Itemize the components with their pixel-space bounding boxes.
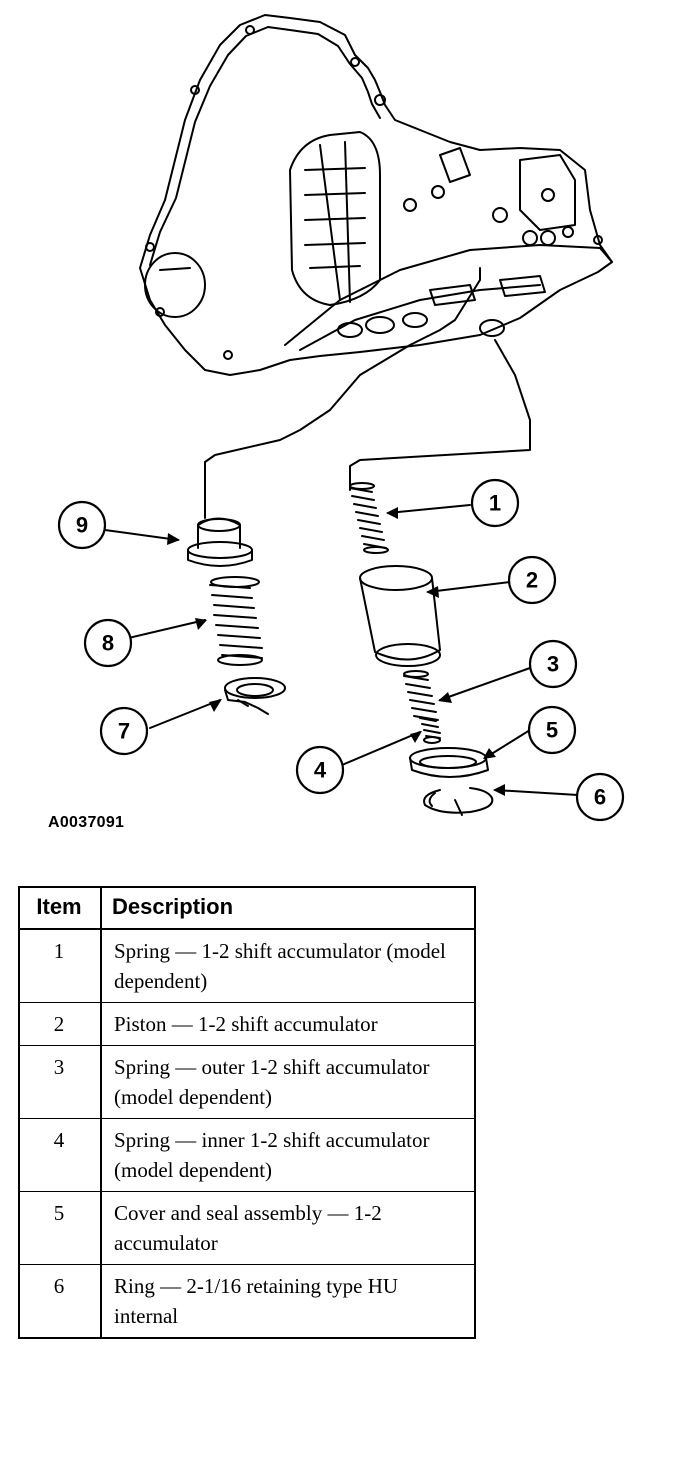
table-row: 6 Ring — 2-1/16 retaining type HU intern… [18, 1264, 476, 1339]
callout-6-label: 6 [594, 785, 606, 810]
item-description: Piston — 1-2 shift accumulator [100, 1002, 476, 1046]
callout-4-label: 4 [314, 758, 327, 783]
callout-arrowheads [167, 507, 505, 796]
exploded-view-diagram: 1 2 3 4 5 6 7 8 9 [57, 14, 625, 822]
table-row: 2 Piston — 1-2 shift accumulator [18, 1002, 476, 1046]
callout-3-label: 3 [547, 652, 559, 677]
item-number: 2 [18, 1002, 102, 1046]
part-8-spring [209, 576, 263, 666]
callout-circles [57, 478, 625, 822]
part-1-spring [349, 482, 389, 554]
item-number: 5 [18, 1191, 102, 1265]
table-header-row: Item Description [18, 886, 476, 930]
part-6-ring [423, 787, 494, 816]
part-9-cap [187, 517, 253, 567]
callout-2-label: 2 [526, 568, 538, 593]
item-description: Cover and seal assembly — 1-2 accumulato… [100, 1191, 476, 1265]
item-description: Spring — inner 1-2 shift accumulator (mo… [100, 1118, 476, 1192]
leader-line-right [349, 339, 531, 491]
part-7-plate [224, 677, 286, 715]
callout-9-label: 9 [76, 513, 88, 538]
column-header-item: Item [18, 886, 102, 930]
callout-7-label: 7 [118, 719, 130, 744]
table-row: 4 Spring — inner 1-2 shift accumulator (… [18, 1118, 476, 1192]
table-row: 3 Spring — outer 1-2 shift accumulator (… [18, 1045, 476, 1119]
part-4-spring [419, 717, 441, 744]
part-2-piston [359, 565, 441, 667]
callout-5-label: 5 [546, 718, 558, 743]
parts-table: Item Description 1 Spring — 1-2 shift ac… [18, 886, 476, 1339]
callout-8-label: 8 [102, 631, 114, 656]
part-5-cover [409, 747, 489, 778]
part-3-spring [403, 670, 439, 721]
item-description: Ring — 2-1/16 retaining type HU internal [100, 1264, 476, 1339]
leader-line-left [204, 267, 481, 519]
table-row: 5 Cover and seal assembly — 1-2 accumula… [18, 1191, 476, 1265]
transmission-case [139, 14, 613, 376]
item-number: 1 [18, 928, 102, 1003]
item-number: 6 [18, 1264, 102, 1339]
table-row: 1 Spring — 1-2 shift accumulator (model … [18, 928, 476, 1003]
item-description: Spring — 1-2 shift accumulator (model de… [100, 928, 476, 1003]
figure-id-label: A0037091 [48, 814, 125, 831]
column-header-description: Description [100, 886, 476, 930]
item-number: 3 [18, 1045, 102, 1119]
callout-arrows [104, 504, 579, 796]
item-description: Spring — outer 1-2 shift accumulator (mo… [100, 1045, 476, 1119]
item-number: 4 [18, 1118, 102, 1192]
callout-1-label: 1 [489, 491, 501, 516]
